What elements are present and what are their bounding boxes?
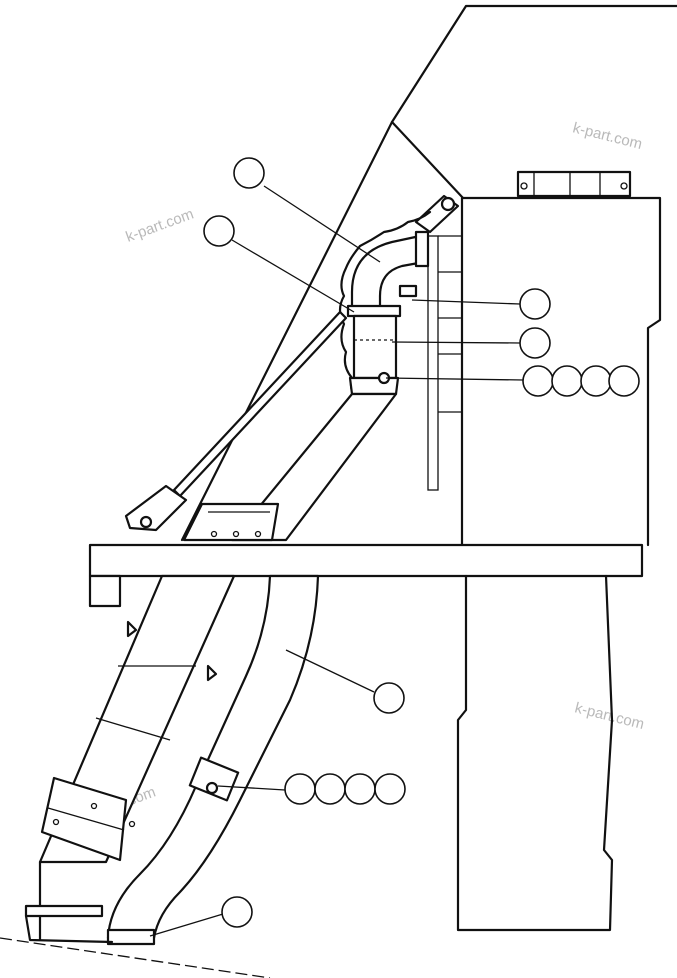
stay-rod: [124, 310, 348, 532]
cab-housing: [180, 4, 677, 547]
callout-circle[interactable]: [233, 157, 265, 189]
leader-7: [217, 785, 286, 791]
cutaway-edge: [338, 210, 432, 404]
callout-circle[interactable]: [374, 773, 406, 805]
leader-2: [231, 239, 355, 313]
leader-5: [385, 377, 524, 381]
muffler-tube: [24, 574, 236, 942]
leader-1: [263, 185, 381, 263]
callout-circle[interactable]: [522, 365, 554, 397]
upper-elbow-pipe: [346, 230, 430, 318]
leader-3: [411, 299, 521, 305]
callout-circle[interactable]: [203, 215, 235, 247]
callout-circles: [203, 157, 640, 928]
callout-circle[interactable]: [519, 288, 551, 320]
base-line: [0, 914, 271, 978]
callout-circle[interactable]: [608, 365, 640, 397]
callout-circle[interactable]: [551, 365, 583, 397]
callout-circle[interactable]: [519, 327, 551, 359]
roof-bracket: [516, 170, 632, 198]
watermark-left: k-part.com: [124, 206, 196, 246]
leader-6: [285, 649, 375, 693]
lower-exhaust-pipe-drawing: [106, 574, 320, 946]
callout-circle[interactable]: [221, 896, 253, 928]
pipe-support-bracket: [414, 194, 460, 234]
callout-circle[interactable]: [580, 365, 612, 397]
callout-circle[interactable]: [373, 682, 405, 714]
leader-8: [149, 913, 224, 937]
callout-circle[interactable]: [284, 773, 316, 805]
deck-plate: [88, 543, 644, 608]
deck-bracket: [182, 502, 280, 542]
adapter-tube-drawing: [348, 314, 400, 396]
frame-column: [456, 574, 614, 932]
leader-4: [391, 341, 521, 344]
watermark-top-right: k-part.com: [571, 119, 644, 153]
callout-circle[interactable]: [314, 773, 346, 805]
leader-lines: [149, 185, 524, 937]
callout-circle[interactable]: [344, 773, 376, 805]
watermark-bottom-right: k-part.com: [573, 699, 646, 733]
